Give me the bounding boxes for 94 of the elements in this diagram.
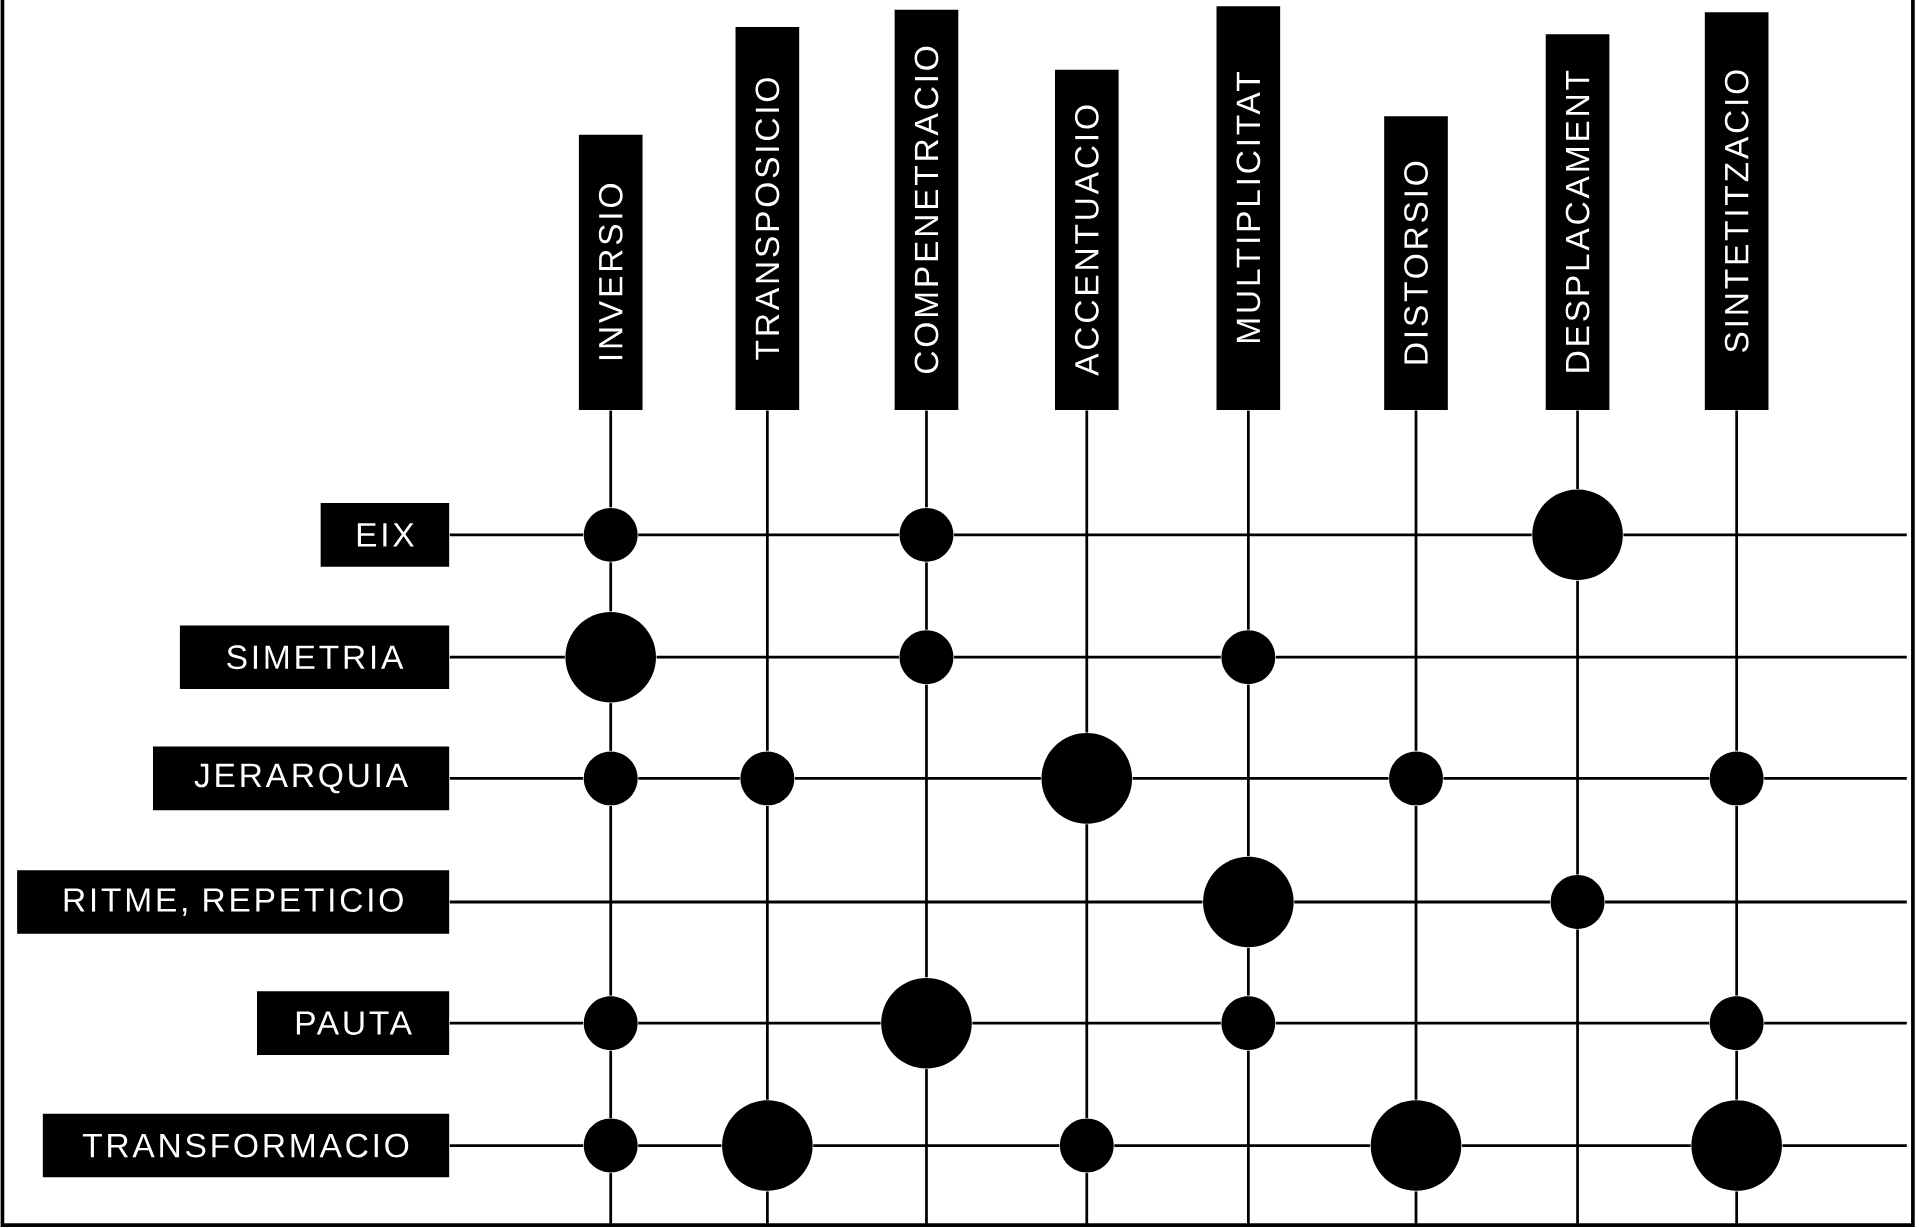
dot: [583, 508, 638, 562]
grid-line: [1246, 948, 1250, 996]
grid-line: [1735, 410, 1739, 752]
dot: [583, 996, 638, 1051]
grid-line: [954, 533, 1532, 537]
grid-line: [1605, 900, 1907, 904]
dot: [899, 630, 954, 685]
grid-line: [638, 1022, 881, 1025]
grid-line: [1735, 1050, 1739, 1100]
label-box: TRANSPOSICIO: [735, 27, 800, 411]
grid-line: [449, 1144, 584, 1148]
grid-line: [925, 1069, 928, 1225]
grid-line: [1246, 685, 1250, 857]
grid-line: [766, 806, 769, 1100]
dot: [1059, 1118, 1114, 1173]
grid-line: [1114, 1144, 1371, 1148]
grid-line: [1764, 1022, 1907, 1025]
grid-line: [1414, 1191, 1418, 1225]
grid-line: [1275, 1022, 1710, 1025]
dot: [565, 612, 656, 703]
grid-line: [925, 562, 928, 630]
grid-line: [925, 410, 928, 508]
label-box: SINTETITZACIO: [1704, 12, 1769, 411]
grid-line: [1085, 410, 1089, 733]
grid-line: [1576, 410, 1579, 490]
dot: [1041, 733, 1133, 824]
grid-line: [449, 533, 584, 537]
dot: [1550, 875, 1605, 930]
grid-line: [1735, 1191, 1739, 1225]
grid-line: [1782, 1144, 1907, 1148]
grid-line: [1443, 777, 1710, 780]
grid-line: [449, 900, 1203, 904]
label-box: COMPENETRACIO: [894, 10, 959, 411]
grid-line: [449, 656, 565, 659]
label-box: DISTORSIO: [1384, 116, 1448, 411]
grid-line: [1461, 1144, 1691, 1148]
grid-line: [1085, 1173, 1089, 1225]
grid-line: [609, 410, 613, 508]
grid-line: [449, 1022, 584, 1025]
grid-line: [609, 703, 613, 752]
dot: [1389, 751, 1443, 806]
grid-line: [1132, 777, 1389, 780]
label-box: EIX: [320, 503, 450, 567]
dot: [583, 751, 638, 806]
grid-line: [954, 656, 1221, 659]
grid-line: [813, 1144, 1060, 1148]
dot: [740, 751, 795, 806]
dot: [583, 1118, 638, 1173]
grid-line: [1275, 656, 1907, 659]
grid-line: [766, 410, 769, 752]
grid-line: [656, 656, 899, 659]
label-box: ACCENTUACIO: [1054, 70, 1119, 411]
grid-line: [1764, 777, 1907, 780]
grid-line: [638, 777, 740, 780]
grid-line: [794, 777, 1041, 780]
grid-line: [1246, 410, 1250, 630]
grid-line: [1576, 929, 1579, 1225]
grid-line: [1246, 1050, 1250, 1225]
grid-line: [1414, 410, 1418, 752]
grid-line: [1294, 900, 1550, 904]
grid-line: [449, 777, 584, 780]
grid-line: [1576, 580, 1579, 875]
label-box: INVERSIO: [578, 134, 643, 411]
dot: [1709, 751, 1764, 806]
label-box: PAUTA: [257, 991, 450, 1056]
grid-line: [1414, 806, 1418, 1100]
dot: [1691, 1100, 1782, 1192]
grid-line: [972, 1022, 1221, 1025]
dot: [722, 1100, 813, 1192]
grid-line: [638, 1144, 722, 1148]
dot: [881, 978, 972, 1069]
grid-line: [609, 562, 613, 612]
label-box: TRANSFORMACIO: [42, 1113, 450, 1178]
dot: [1709, 996, 1764, 1051]
grid-line: [766, 1191, 769, 1225]
label-box: SIMETRIA: [179, 625, 450, 690]
label-box: MULTIPLICITAT: [1216, 6, 1281, 411]
dot: [1221, 630, 1276, 685]
grid-line: [1085, 824, 1089, 1119]
grid-line: [1623, 533, 1907, 537]
grid-line: [638, 533, 899, 537]
dot: [1370, 1100, 1462, 1192]
grid-line: [609, 806, 613, 996]
label-box: JERARQUIA: [153, 746, 450, 811]
dot: [899, 508, 954, 562]
dot: [1221, 996, 1276, 1051]
grid-line: [609, 1173, 613, 1225]
dot: [1203, 856, 1294, 948]
grid-line: [1735, 806, 1739, 996]
dot: [1532, 489, 1623, 581]
label-box: DESPLACAMENT: [1545, 34, 1610, 411]
label-box: RITME, REPETICIO: [17, 870, 450, 935]
grid-line: [925, 685, 928, 978]
grid-line: [609, 1050, 613, 1119]
